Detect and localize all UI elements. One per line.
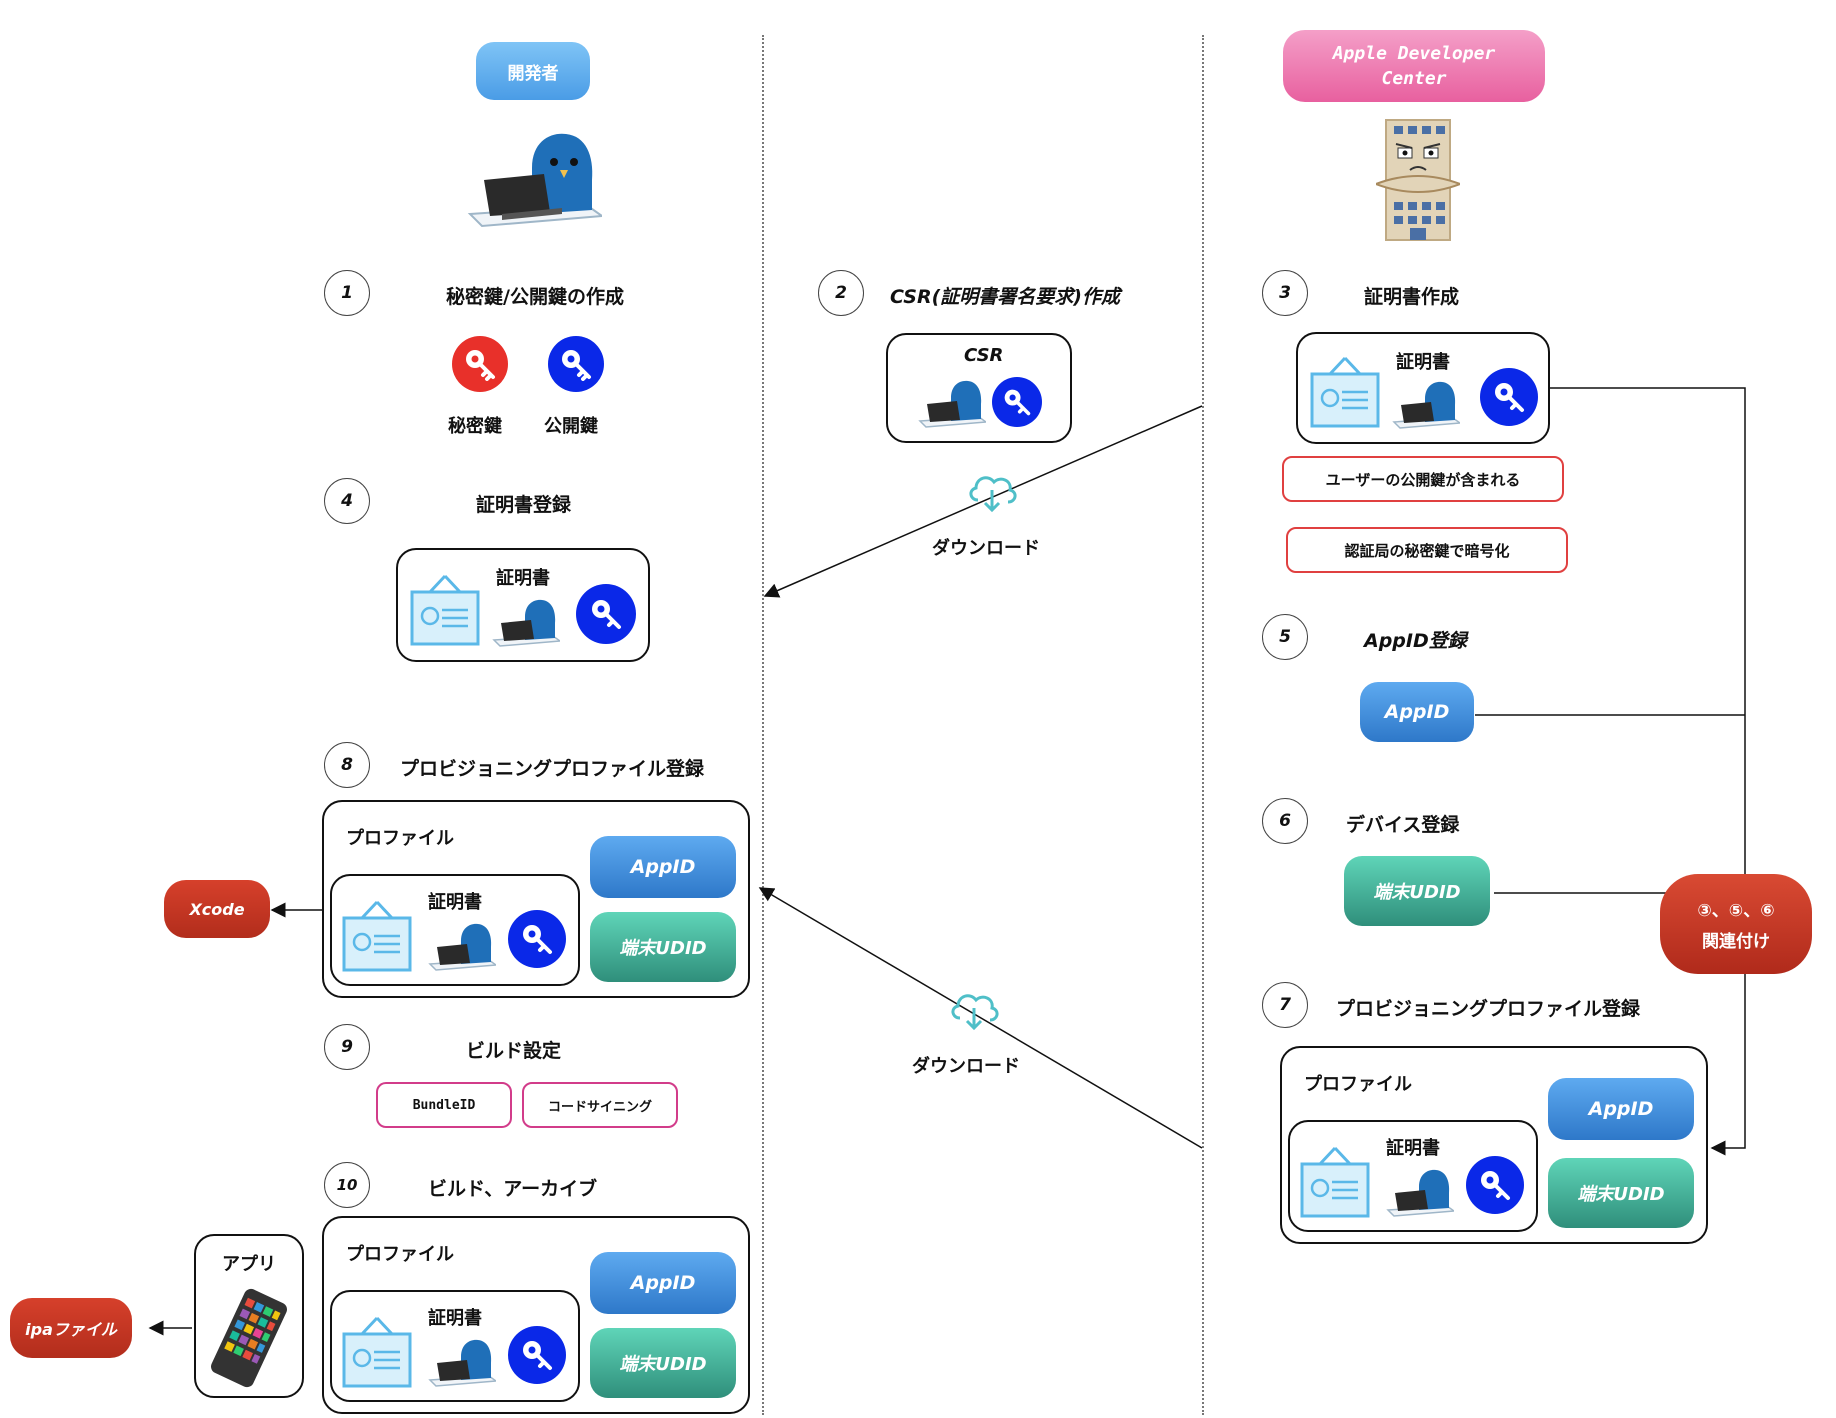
- profile-box-apple: プロファイル 証明書 AppID 端末UDID: [1280, 1046, 1708, 1244]
- profile-certificate-box: 証明書: [1288, 1120, 1538, 1232]
- step-7-title: プロビジョニングプロファイル登録: [1336, 998, 1641, 1020]
- step-2-title: CSR(証明書署名要求)作成: [890, 286, 1120, 308]
- private-key-icon: [452, 336, 508, 392]
- note-public-key-included: ユーザーの公開鍵が含まれる: [1282, 456, 1564, 502]
- bundleid-tag: BundleID: [376, 1082, 512, 1128]
- profile-udid-button: 端末UDID: [590, 912, 736, 982]
- profile-appid-button: AppID: [590, 836, 736, 898]
- step-6-title: デバイス登録: [1346, 814, 1460, 836]
- certificate-icon: [1300, 1146, 1370, 1218]
- link-badge-line2: 関連付け: [1702, 932, 1770, 952]
- column-divider-1: [762, 35, 764, 1415]
- csr-box: CSR: [886, 333, 1072, 443]
- download-arrow-profile: [758, 887, 1203, 1149]
- step-10-title: ビルド、アーカイブ: [428, 1178, 598, 1200]
- certificate-box-label: 証明書: [496, 568, 550, 589]
- link-badge: ③、⑤、⑥ 関連付け: [1660, 874, 1812, 974]
- app-box: アプリ: [194, 1234, 304, 1398]
- developer-mini-icon: [428, 1339, 496, 1387]
- step-7-number: 7: [1262, 982, 1308, 1028]
- code-signing-tag: コードサイニング: [522, 1082, 678, 1128]
- step-10-number: 10: [324, 1162, 370, 1208]
- step-8-title: プロビジョニングプロファイル登録: [400, 758, 705, 780]
- csr-box-label: CSR: [964, 345, 1004, 366]
- step-3-title: 証明書作成: [1364, 286, 1460, 308]
- profile-label: プロファイル: [1304, 1074, 1412, 1095]
- developer-header: 開発者: [476, 42, 590, 100]
- download-arrow-cert: [763, 405, 1203, 598]
- cloud-download-icon: [969, 476, 1017, 513]
- profile-certificate-box: 証明書: [330, 874, 580, 986]
- developer-mini-icon: [492, 599, 560, 647]
- step-6-number: 6: [1262, 798, 1308, 844]
- developer-mini-icon: [918, 380, 986, 428]
- profile-appid-button: AppID: [590, 1252, 736, 1314]
- certificate-public-key-icon: [576, 584, 636, 644]
- developer-character-icon: [467, 133, 602, 228]
- step-2-number: 2: [818, 270, 864, 316]
- step-9-title: ビルド設定: [466, 1040, 562, 1062]
- apple-header: Apple Developer Center: [1283, 30, 1545, 102]
- step-1-title: 秘密鍵/公開鍵の作成: [446, 286, 624, 308]
- certificate-public-key-icon: [508, 910, 566, 968]
- column-divider-2: [1202, 35, 1204, 1415]
- profile-udid-button: 端末UDID: [590, 1328, 736, 1398]
- developer-mini-icon: [1386, 1169, 1454, 1217]
- step-9-number: 9: [324, 1024, 370, 1070]
- certificate-public-key-icon: [1480, 368, 1538, 426]
- profile-label: プロファイル: [346, 1244, 454, 1265]
- profile-box-developer-8: プロファイル 証明書 AppID 端末UDID: [322, 800, 750, 998]
- csr-public-key-icon: [992, 377, 1042, 427]
- appid-button: AppID: [1360, 682, 1474, 742]
- developer-mini-icon: [1392, 381, 1460, 429]
- certificate-box-label: 証明書: [428, 1308, 482, 1329]
- download-label-1: ダウンロード: [932, 538, 1040, 559]
- profile-label: プロファイル: [346, 828, 454, 849]
- profile-certificate-box: 証明書: [330, 1290, 580, 1402]
- certificate-icon: [342, 1316, 412, 1388]
- certificate-box-label: 証明書: [1386, 1138, 1440, 1159]
- app-label: アプリ: [222, 1254, 276, 1275]
- certificate-box-developer: 証明書: [396, 548, 650, 662]
- note-ca-encrypted: 認証局の秘密鍵で暗号化: [1286, 527, 1568, 573]
- apple-header-label: Apple Developer Center: [1332, 43, 1496, 89]
- smartphone-icon: [211, 1288, 287, 1388]
- step-4-number: 4: [324, 478, 370, 524]
- udid-button: 端末UDID: [1344, 856, 1490, 926]
- building-icon: [1376, 119, 1460, 241]
- download-label-2: ダウンロード: [912, 1056, 1020, 1077]
- certificate-icon: [342, 900, 412, 972]
- ipa-badge: ipaファイル: [10, 1298, 132, 1358]
- certificate-public-key-icon: [1466, 1156, 1524, 1214]
- profile-box-developer-10: プロファイル 証明書 AppID 端末UDID: [322, 1216, 750, 1414]
- cloud-download-icon: [951, 994, 999, 1031]
- link-badge-line1: ③、⑤、⑥: [1697, 901, 1775, 921]
- step-5-number: 5: [1262, 614, 1308, 660]
- xcode-badge: Xcode: [164, 880, 270, 938]
- private-key-label: 秘密鍵: [448, 416, 502, 437]
- certificate-icon: [410, 574, 480, 646]
- step-1-number: 1: [324, 270, 370, 316]
- step-5-title: AppID登録: [1364, 630, 1467, 652]
- link-line-cert: [1549, 387, 1746, 1156]
- certificate-public-key-icon: [508, 1326, 566, 1384]
- profile-udid-button: 端末UDID: [1548, 1158, 1694, 1228]
- certificate-box-label: 証明書: [428, 892, 482, 913]
- profile-appid-button: AppID: [1548, 1078, 1694, 1140]
- step-3-number: 3: [1262, 270, 1308, 316]
- step-8-number: 8: [324, 742, 370, 788]
- step-4-title: 証明書登録: [476, 494, 572, 516]
- certificate-box-label: 証明書: [1396, 352, 1450, 373]
- certificate-box-apple: 証明書: [1296, 332, 1550, 444]
- developer-mini-icon: [428, 923, 496, 971]
- public-key-label: 公開鍵: [544, 416, 598, 437]
- public-key-icon: [548, 336, 604, 392]
- certificate-icon: [1310, 356, 1380, 428]
